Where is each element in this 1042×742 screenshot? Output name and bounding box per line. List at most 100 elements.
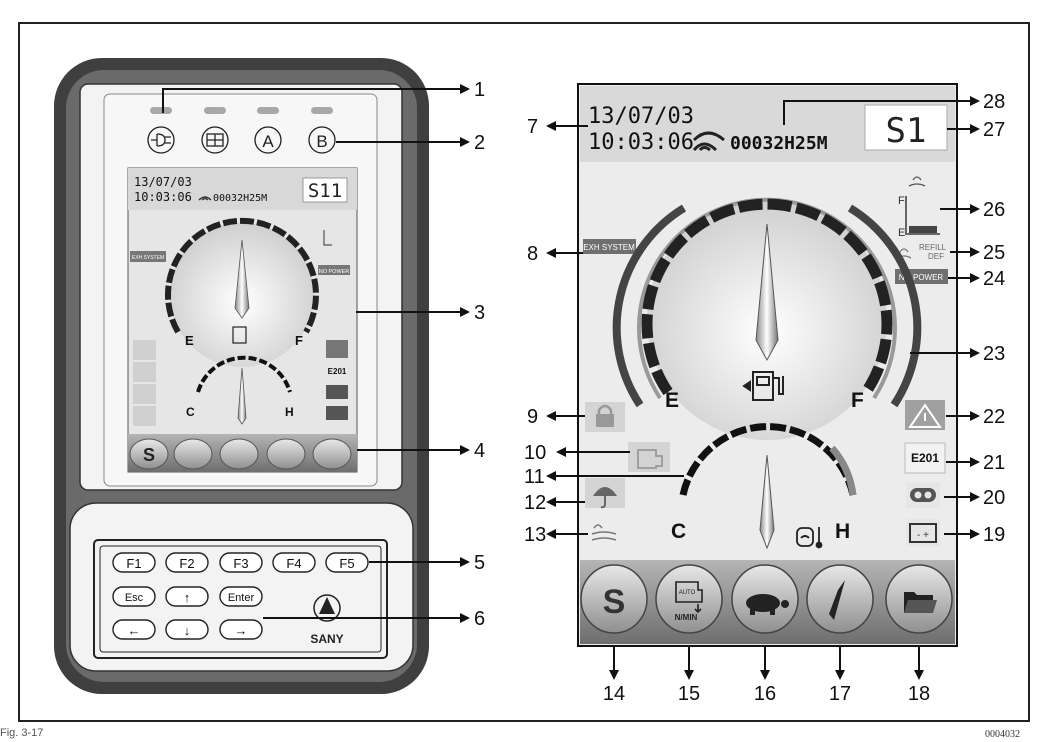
led-2 xyxy=(204,107,226,114)
fuel-gauge-arc xyxy=(641,198,893,396)
callout-10: 10 xyxy=(524,442,546,464)
mini-no-power-badge xyxy=(318,265,350,275)
key-f5[interactable] xyxy=(325,552,369,573)
auto-label: AUTO xyxy=(679,590,696,596)
mini-temp-c: C xyxy=(186,405,195,419)
key-down[interactable] xyxy=(165,619,209,640)
lock-icon xyxy=(585,402,625,432)
fuel-gauge-right-band xyxy=(847,204,922,408)
callout-2: 2 xyxy=(474,132,485,154)
key-up[interactable] xyxy=(165,586,209,607)
callout-21: 21 xyxy=(983,452,1005,474)
error-code: E201 xyxy=(911,451,939,465)
mini-fuel-f: F xyxy=(295,333,303,348)
callout-28: 28 xyxy=(983,91,1005,113)
mini-fuel-pump-icon xyxy=(232,326,247,344)
fuel-e-label: E xyxy=(665,389,679,412)
auto-idle-button[interactable] xyxy=(655,564,723,634)
callout-8: 8 xyxy=(527,243,538,265)
attachment-button[interactable] xyxy=(806,564,874,634)
mini-btn-5[interactable] xyxy=(312,438,352,470)
keypad: F1 F2 F3 F4 F5 Esc ↑ Enter ← ↓ → xyxy=(112,552,369,640)
key-left[interactable] xyxy=(112,619,156,640)
coolant-needle xyxy=(759,454,775,550)
callout-25: 25 xyxy=(983,242,1005,264)
callout-5: 5 xyxy=(474,552,485,574)
callout-11: 11 xyxy=(524,466,545,488)
key-right[interactable] xyxy=(219,619,263,640)
battery-icon: - + xyxy=(906,519,940,546)
key-f4[interactable] xyxy=(272,552,316,573)
keypad-frame-inner xyxy=(99,545,382,653)
coolant-temp-hot-band xyxy=(829,445,857,496)
key-f3[interactable] xyxy=(219,552,263,573)
key-f1[interactable] xyxy=(112,552,156,573)
work-mode-button[interactable] xyxy=(580,564,648,634)
fuel-needle xyxy=(755,223,779,362)
key-f2-label: F2 xyxy=(179,556,194,571)
callout-14: 14 xyxy=(603,683,625,705)
sany-logo: SANY xyxy=(310,594,344,646)
key-left-label: ← xyxy=(128,623,141,638)
callout-1: 1 xyxy=(474,79,485,101)
callout-18: 18 xyxy=(908,683,930,705)
callout-13: 13 xyxy=(524,524,546,546)
mini-btn-3[interactable] xyxy=(219,438,259,470)
key-right-label: → xyxy=(235,623,248,638)
signal-icon xyxy=(692,131,725,152)
mini-date: 13/07/03 xyxy=(134,175,192,189)
indicator-icons xyxy=(147,126,336,154)
temp-c-label: C xyxy=(671,520,686,543)
breaker-tool-icon xyxy=(829,580,845,620)
key-down-label: ↓ xyxy=(184,623,191,638)
key-f2[interactable] xyxy=(165,552,209,573)
engine-hours: 00032H25M xyxy=(730,133,828,154)
mini-preheat-icon xyxy=(133,384,156,404)
key-enter-label: Enter xyxy=(228,592,255,604)
def-label: DEF xyxy=(928,252,944,261)
screen-border xyxy=(577,83,958,647)
key-up-label: ↑ xyxy=(184,590,191,605)
callout-20: 20 xyxy=(983,487,1005,509)
mini-btn-4[interactable] xyxy=(266,438,306,470)
svg-text:- +: - + xyxy=(917,530,929,541)
mini-water-icon xyxy=(133,406,156,426)
mini-exh-badge xyxy=(130,251,166,262)
led-3 xyxy=(257,107,279,114)
screen-date: 13/07/03 xyxy=(588,104,694,129)
mini-temp-needle xyxy=(237,367,247,425)
mode-a-icon xyxy=(254,126,282,154)
callout-23: 23 xyxy=(983,343,1005,365)
def-level-gauge: F E xyxy=(898,176,940,239)
key-esc[interactable] xyxy=(112,586,156,607)
work-mode: S1 xyxy=(886,111,927,151)
mini-error-code: E201 xyxy=(328,367,347,376)
callout-24: 24 xyxy=(983,268,1005,290)
callout-3: 3 xyxy=(474,302,485,324)
key-enter[interactable] xyxy=(219,586,263,607)
figure-label: Fig. 3-17 xyxy=(0,727,44,739)
footer-buttons: S AUTO N/MIN xyxy=(580,564,953,634)
mini-btn-1[interactable] xyxy=(129,438,169,470)
mini-fuel-needle xyxy=(234,239,250,319)
mini-warning-icon xyxy=(326,340,348,358)
def-e-label: E xyxy=(898,227,905,239)
led-indicators xyxy=(150,107,333,114)
mini-lock-icon xyxy=(133,340,156,360)
callout-15: 15 xyxy=(678,683,700,705)
no-power-label: NO POWER xyxy=(899,273,944,282)
air-filter-icon xyxy=(906,482,940,508)
mini-btn-2[interactable] xyxy=(173,438,213,470)
mini-fuel-e: E xyxy=(185,333,194,348)
right-screen: 13/07/03 10:03:06 00032H25M S1 EXH SYSTE… xyxy=(577,83,958,647)
callout-9: 9 xyxy=(527,406,538,428)
fuel-gauge-outer-ring xyxy=(637,197,897,400)
mini-temp-h: H xyxy=(285,405,294,419)
key-f3-label: F3 xyxy=(233,556,248,571)
callout-12: 12 xyxy=(524,492,546,514)
screen-time: 10:03:06 xyxy=(588,130,694,155)
warning-icon xyxy=(905,400,945,430)
mini-exh-label: EXH SYSTEM xyxy=(132,255,164,261)
key-esc-label: Esc xyxy=(125,592,144,604)
